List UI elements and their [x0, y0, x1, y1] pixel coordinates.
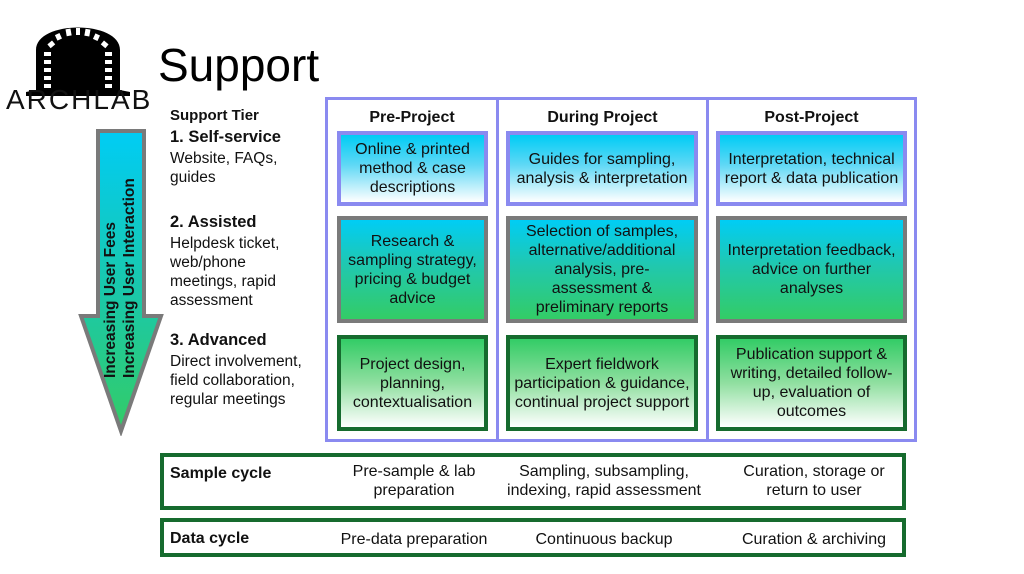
cell-self-service-post: Interpretation, technical report & data …	[716, 131, 907, 206]
data-cycle-pre: Pre-data preparation	[340, 531, 488, 548]
sample-cycle-pre: Pre-sample & lab preparation	[352, 463, 476, 499]
tier-desc-line: meetings, rapid	[170, 273, 276, 290]
cell-assisted-pre: Research & sampling strategy, pricing & …	[337, 216, 488, 323]
page-title: Support	[158, 39, 320, 91]
support-tier-heading: Support Tier	[170, 107, 259, 124]
data-cycle-row: Data cycle Pre-data preparation Continuo…	[160, 518, 906, 557]
tier-desc-line: web/phone	[170, 254, 246, 271]
tier-title: 3. Advanced	[170, 331, 267, 349]
sample-cycle-label: Sample cycle	[170, 465, 272, 482]
cell-advanced-post: Publication support & writing, detailed …	[716, 335, 907, 431]
tier-desc-line: Website, FAQs,	[170, 150, 278, 167]
cell-assisted-post: Interpretation feedback, advice on furth…	[716, 216, 907, 323]
column-header-during-project: During Project	[547, 109, 658, 126]
tier-desc-line: Helpdesk ticket,	[170, 235, 280, 252]
tier-title: 1. Self-service	[170, 128, 281, 146]
down-arrow-icon: Increasing User Fees Increasing User Int…	[78, 129, 164, 436]
support-matrix: Pre-Project During Project Post-Project …	[325, 97, 917, 442]
tier-desc-line: Direct involvement,	[170, 353, 302, 370]
cell-self-service-during: Guides for sampling, analysis & interpre…	[506, 131, 698, 206]
cell-advanced-pre: Project design, planning, contextualisat…	[337, 335, 488, 431]
sample-cycle-during: Sampling, subsampling, indexing, rapid a…	[507, 463, 701, 499]
arrow-label-interaction: Increasing User Interaction	[121, 178, 138, 378]
tier-desc-line: field collaboration,	[170, 372, 295, 389]
column-header-pre-project: Pre-Project	[369, 109, 455, 126]
cell-self-service-pre: Online & printed method & case descripti…	[337, 131, 488, 206]
tier-title: 2. Assisted	[170, 213, 257, 231]
data-cycle-during: Continuous backup	[535, 531, 673, 548]
tier-advanced: 3. Advanced Direct involvement, field co…	[170, 331, 330, 409]
cell-assisted-during: Selection of samples, alternative/additi…	[506, 216, 698, 323]
sample-cycle-row: Sample cycle Pre-sample & lab preparatio…	[160, 453, 906, 510]
tier-desc-line: assessment	[170, 292, 253, 309]
column-divider	[706, 100, 709, 439]
logo-text: ARCHLAB	[6, 84, 153, 115]
column-header-post-project: Post-Project	[764, 109, 859, 126]
tier-desc-line: guides	[170, 169, 216, 186]
data-cycle-label: Data cycle	[170, 530, 250, 547]
column-divider	[496, 100, 499, 439]
data-cycle-post: Curation & archiving	[741, 531, 887, 548]
arrow-label-fees: Increasing User Fees	[102, 222, 119, 378]
cell-advanced-during: Expert fieldwork participation & guidanc…	[506, 335, 698, 431]
tier-self-service: 1. Self-service Website, FAQs, guides	[170, 128, 330, 187]
tier-desc-line: regular meetings	[170, 391, 286, 408]
arch-icon	[26, 27, 130, 96]
sample-cycle-post: Curation, storage or return to user	[743, 463, 885, 499]
tier-assisted: 2. Assisted Helpdesk ticket, web/phone m…	[170, 213, 330, 310]
